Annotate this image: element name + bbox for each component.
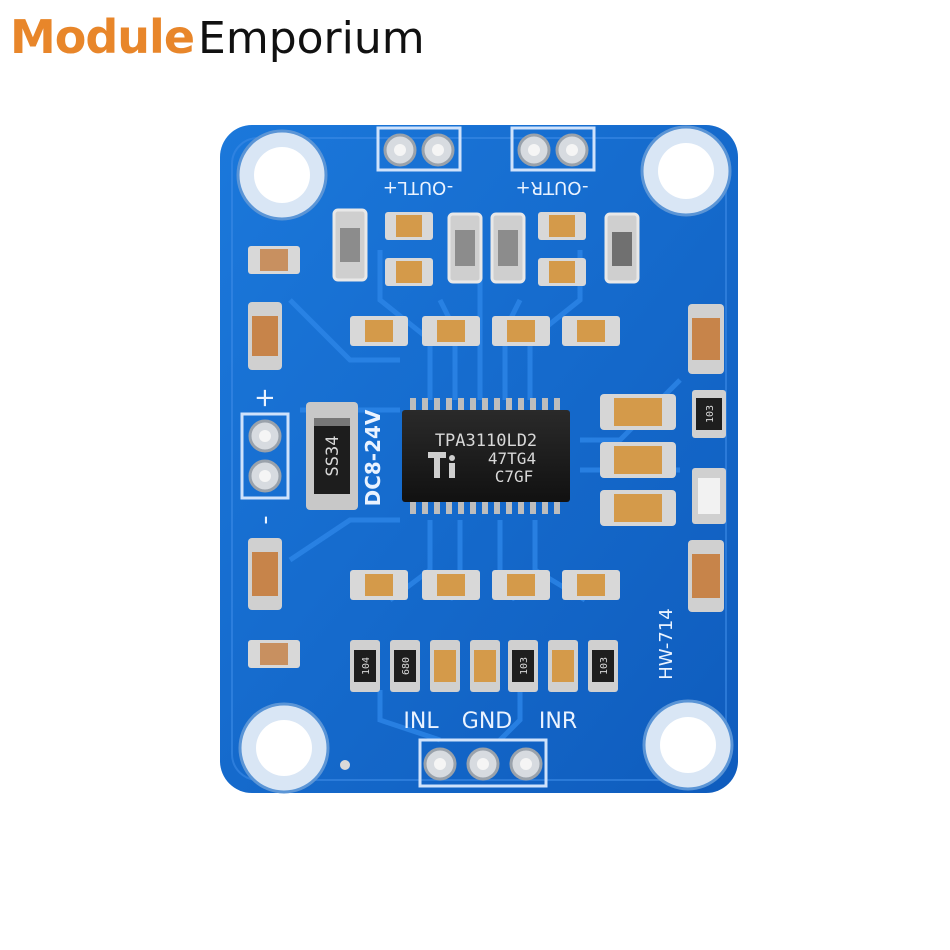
amplifier-ic bbox=[402, 410, 570, 502]
resistor-label-680: 680 bbox=[401, 657, 412, 675]
ic-pins bbox=[410, 398, 560, 514]
label-out-left: -OUTL+ bbox=[383, 177, 453, 198]
resistor-label-103-right: 103 bbox=[705, 405, 716, 423]
resistor-label-104: 104 bbox=[361, 657, 372, 675]
label-plus: + bbox=[250, 387, 280, 409]
capacitor-row-upper bbox=[350, 316, 620, 346]
resistor-label-103-c: 103 bbox=[599, 657, 610, 675]
audio-input-terminal bbox=[418, 738, 548, 788]
label-minus: - bbox=[250, 515, 280, 524]
power-input-terminal bbox=[240, 412, 290, 500]
output-right-terminal bbox=[510, 126, 596, 172]
fiducial-dot bbox=[340, 760, 350, 770]
label-out-right: -OUTR+ bbox=[516, 177, 589, 198]
ic-label-line3: C7GF bbox=[495, 467, 534, 486]
label-gnd: GND bbox=[462, 709, 512, 734]
ic-label-line2: 47TG4 bbox=[488, 449, 536, 468]
mounting-hole-top-left bbox=[236, 129, 328, 221]
ic-label-line1: TPA3110LD2 bbox=[435, 431, 537, 451]
mounting-hole-top-right bbox=[640, 125, 732, 217]
label-inr: INR bbox=[539, 709, 577, 734]
brand-logo-module: Module bbox=[10, 10, 195, 64]
diode-label: SS34 bbox=[323, 436, 343, 477]
brand-logo-emporium: Emporium bbox=[198, 13, 425, 64]
mounting-hole-bottom-right bbox=[642, 699, 734, 791]
label-inl: INL bbox=[403, 709, 439, 734]
capacitor-group-top bbox=[332, 208, 640, 286]
output-left-terminal bbox=[376, 126, 462, 172]
label-voltage: DC8-24V bbox=[361, 409, 385, 506]
diode-ss34 bbox=[306, 402, 358, 510]
ti-logo-icon bbox=[428, 452, 455, 478]
mounting-hole-bottom-left bbox=[238, 702, 330, 794]
resistor-label-103-b: 103 bbox=[519, 657, 530, 675]
brand-logo: Module Emporium bbox=[10, 10, 425, 70]
resistor-row-bottom bbox=[350, 640, 618, 692]
right-components bbox=[600, 304, 726, 612]
label-model: HW-714 bbox=[656, 608, 677, 679]
capacitor-row-lower bbox=[350, 570, 620, 600]
left-components bbox=[248, 246, 300, 668]
